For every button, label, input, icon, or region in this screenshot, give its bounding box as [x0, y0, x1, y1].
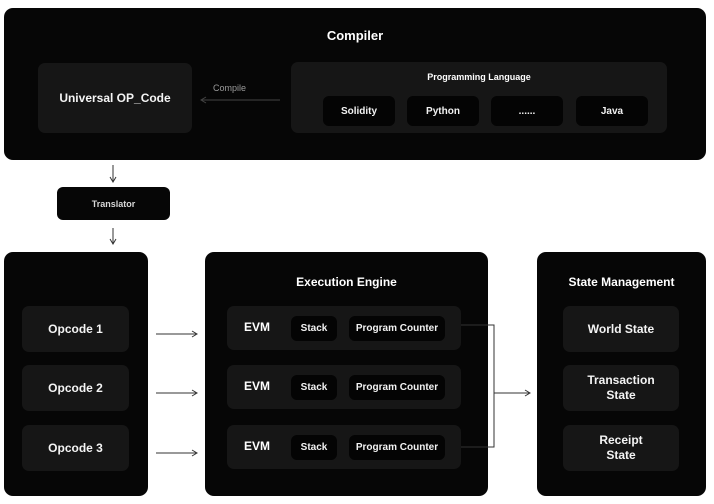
- evm-row-2-label: EVM: [244, 379, 271, 393]
- arrow-opcode-2-to-evm: [156, 389, 198, 397]
- state-item-transaction: Transaction State: [563, 365, 679, 411]
- evm-row-2-program-counter: Program Counter: [349, 375, 445, 400]
- evm-row-3-stack: Stack: [291, 435, 337, 460]
- arrow-translator-to-opcodes: [109, 228, 117, 245]
- compiler-title: Compiler: [326, 28, 384, 43]
- evm-row-3-program-counter: Program Counter: [349, 435, 445, 460]
- opcode-2-label: Opcode 2: [48, 381, 103, 395]
- evm-row-2: EVM Stack Program Counter: [227, 365, 461, 409]
- state-management-panel: State Management World State Transaction…: [537, 252, 706, 496]
- programming-language-box: Programming Language Solidity Python ...…: [291, 62, 667, 133]
- compile-arrow: [200, 96, 280, 104]
- arrow-execution-to-state: [461, 324, 531, 448]
- opcode-3: Opcode 3: [22, 425, 129, 471]
- evm-row-2-stack: Stack: [291, 375, 337, 400]
- evm-row-3-label: EVM: [244, 439, 271, 453]
- execution-engine-panel: Execution Engine EVM Stack Program Count…: [205, 252, 488, 496]
- universal-opcode-label: Universal OP_Code: [59, 91, 171, 105]
- state-item-receipt-line1: Receipt: [599, 433, 643, 447]
- evm-row-1-program-counter: Program Counter: [349, 316, 445, 341]
- state-item-transaction-line1: Transaction: [587, 373, 655, 387]
- opcode-panel: Opcode 1 Opcode 2 Opcode 3: [4, 252, 148, 496]
- state-item-world-line1: World State: [587, 322, 655, 336]
- evm-row-1-stack: Stack: [291, 316, 337, 341]
- translator-label: Translator: [91, 198, 136, 209]
- compile-label: Compile: [213, 83, 247, 93]
- arrow-opcode-3-to-evm: [156, 449, 198, 457]
- language-ellipsis: ......: [491, 96, 563, 126]
- opcode-1: Opcode 1: [22, 306, 129, 352]
- translator-box: Translator: [57, 187, 170, 220]
- execution-engine-title: Execution Engine: [296, 275, 397, 289]
- evm-row-1: EVM Stack Program Counter: [227, 306, 461, 350]
- opcode-1-label: Opcode 1: [48, 322, 103, 336]
- language-solidity: Solidity: [323, 96, 395, 126]
- arrow-compiler-to-translator: [109, 165, 117, 183]
- universal-opcode-box: Universal OP_Code: [38, 63, 192, 133]
- state-item-receipt-line2: State: [606, 448, 636, 462]
- state-item-transaction-line2: State: [606, 388, 636, 402]
- state-item-receipt: Receipt State: [563, 425, 679, 471]
- programming-language-title: Programming Language: [427, 72, 531, 82]
- arrow-opcode-1-to-evm: [156, 330, 198, 338]
- evm-row-3: EVM Stack Program Counter: [227, 425, 461, 469]
- opcode-2: Opcode 2: [22, 365, 129, 411]
- opcode-3-label: Opcode 3: [48, 441, 103, 455]
- language-python: Python: [407, 96, 479, 126]
- state-item-world: World State: [563, 306, 679, 352]
- language-java: Java: [576, 96, 648, 126]
- compiler-panel: Compiler Universal OP_Code Programming L…: [4, 8, 706, 160]
- evm-row-1-label: EVM: [244, 320, 271, 334]
- state-management-title: State Management: [568, 275, 675, 289]
